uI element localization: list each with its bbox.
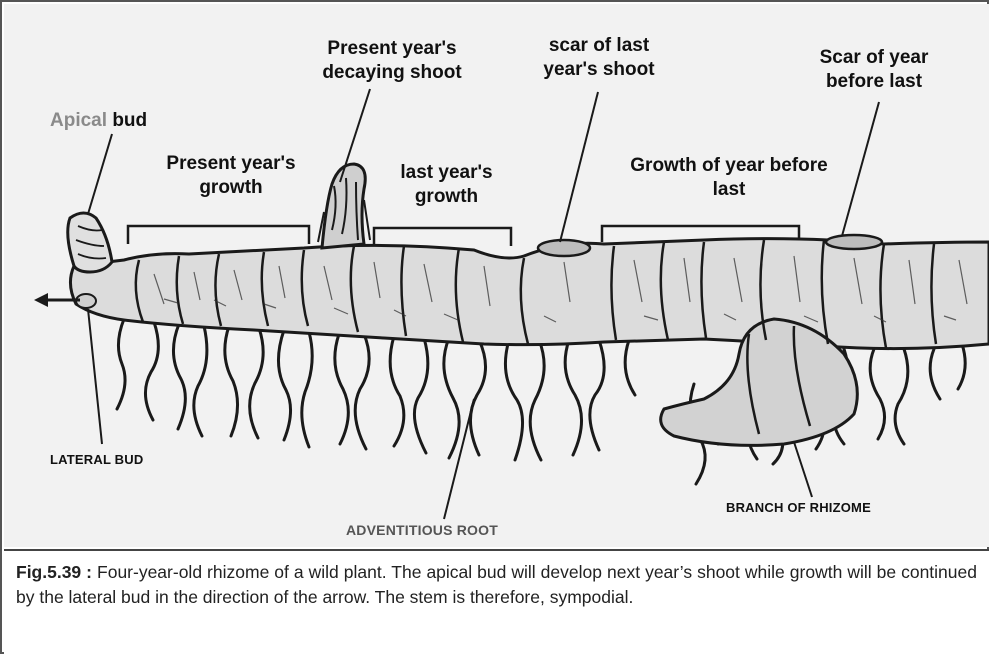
scar-year-before-last-shape xyxy=(826,235,882,249)
label-apical-suffix: bud xyxy=(112,110,147,131)
leader-lateral-bud xyxy=(88,309,102,444)
label-branch-rhizome: BRANCH OF RHIZOME xyxy=(726,500,871,515)
bracket-last-year xyxy=(374,228,511,246)
caption-text: Four-year-old rhizome of a wild plant. T… xyxy=(16,562,977,607)
label-apical-prefix: Apical xyxy=(50,110,107,131)
label-last-year-growth: last year's growth xyxy=(374,161,519,209)
bracket-present-year xyxy=(128,226,309,244)
label-scar-year-before-last: Scar of year before last xyxy=(794,46,954,94)
label-lateral-bud: LATERAL BUD xyxy=(50,452,143,467)
figure-caption: Fig.5.39 : Four-year-old rhizome of a wi… xyxy=(4,549,989,654)
rhizome-body xyxy=(70,239,989,349)
label-present-year-shoot: Present year's decaying shoot xyxy=(287,37,497,85)
leader-apical-bud xyxy=(88,134,112,214)
scar-last-year-shape xyxy=(538,240,590,256)
label-apical-bud: Apical bud xyxy=(50,109,147,133)
rhizome-illustration: Apical bud Present year's growth Present… xyxy=(4,4,989,547)
leader-branch-rhizome xyxy=(794,442,812,497)
figure-number: Fig.5.39 : xyxy=(16,562,92,582)
leader-scar-before-last xyxy=(842,102,879,236)
caption-paragraph: Fig.5.39 : Four-year-old rhizome of a wi… xyxy=(16,560,977,611)
label-present-year-growth: Present year's growth xyxy=(136,152,326,200)
label-scar-last-year: scar of last year's shoot xyxy=(524,34,674,82)
label-growth-year-before-last: Growth of year before last xyxy=(614,154,844,202)
leader-scar-last xyxy=(560,92,598,242)
label-adventitious-root: ADVENTITIOUS ROOT xyxy=(346,522,498,538)
apical-bud-shape xyxy=(68,213,112,272)
